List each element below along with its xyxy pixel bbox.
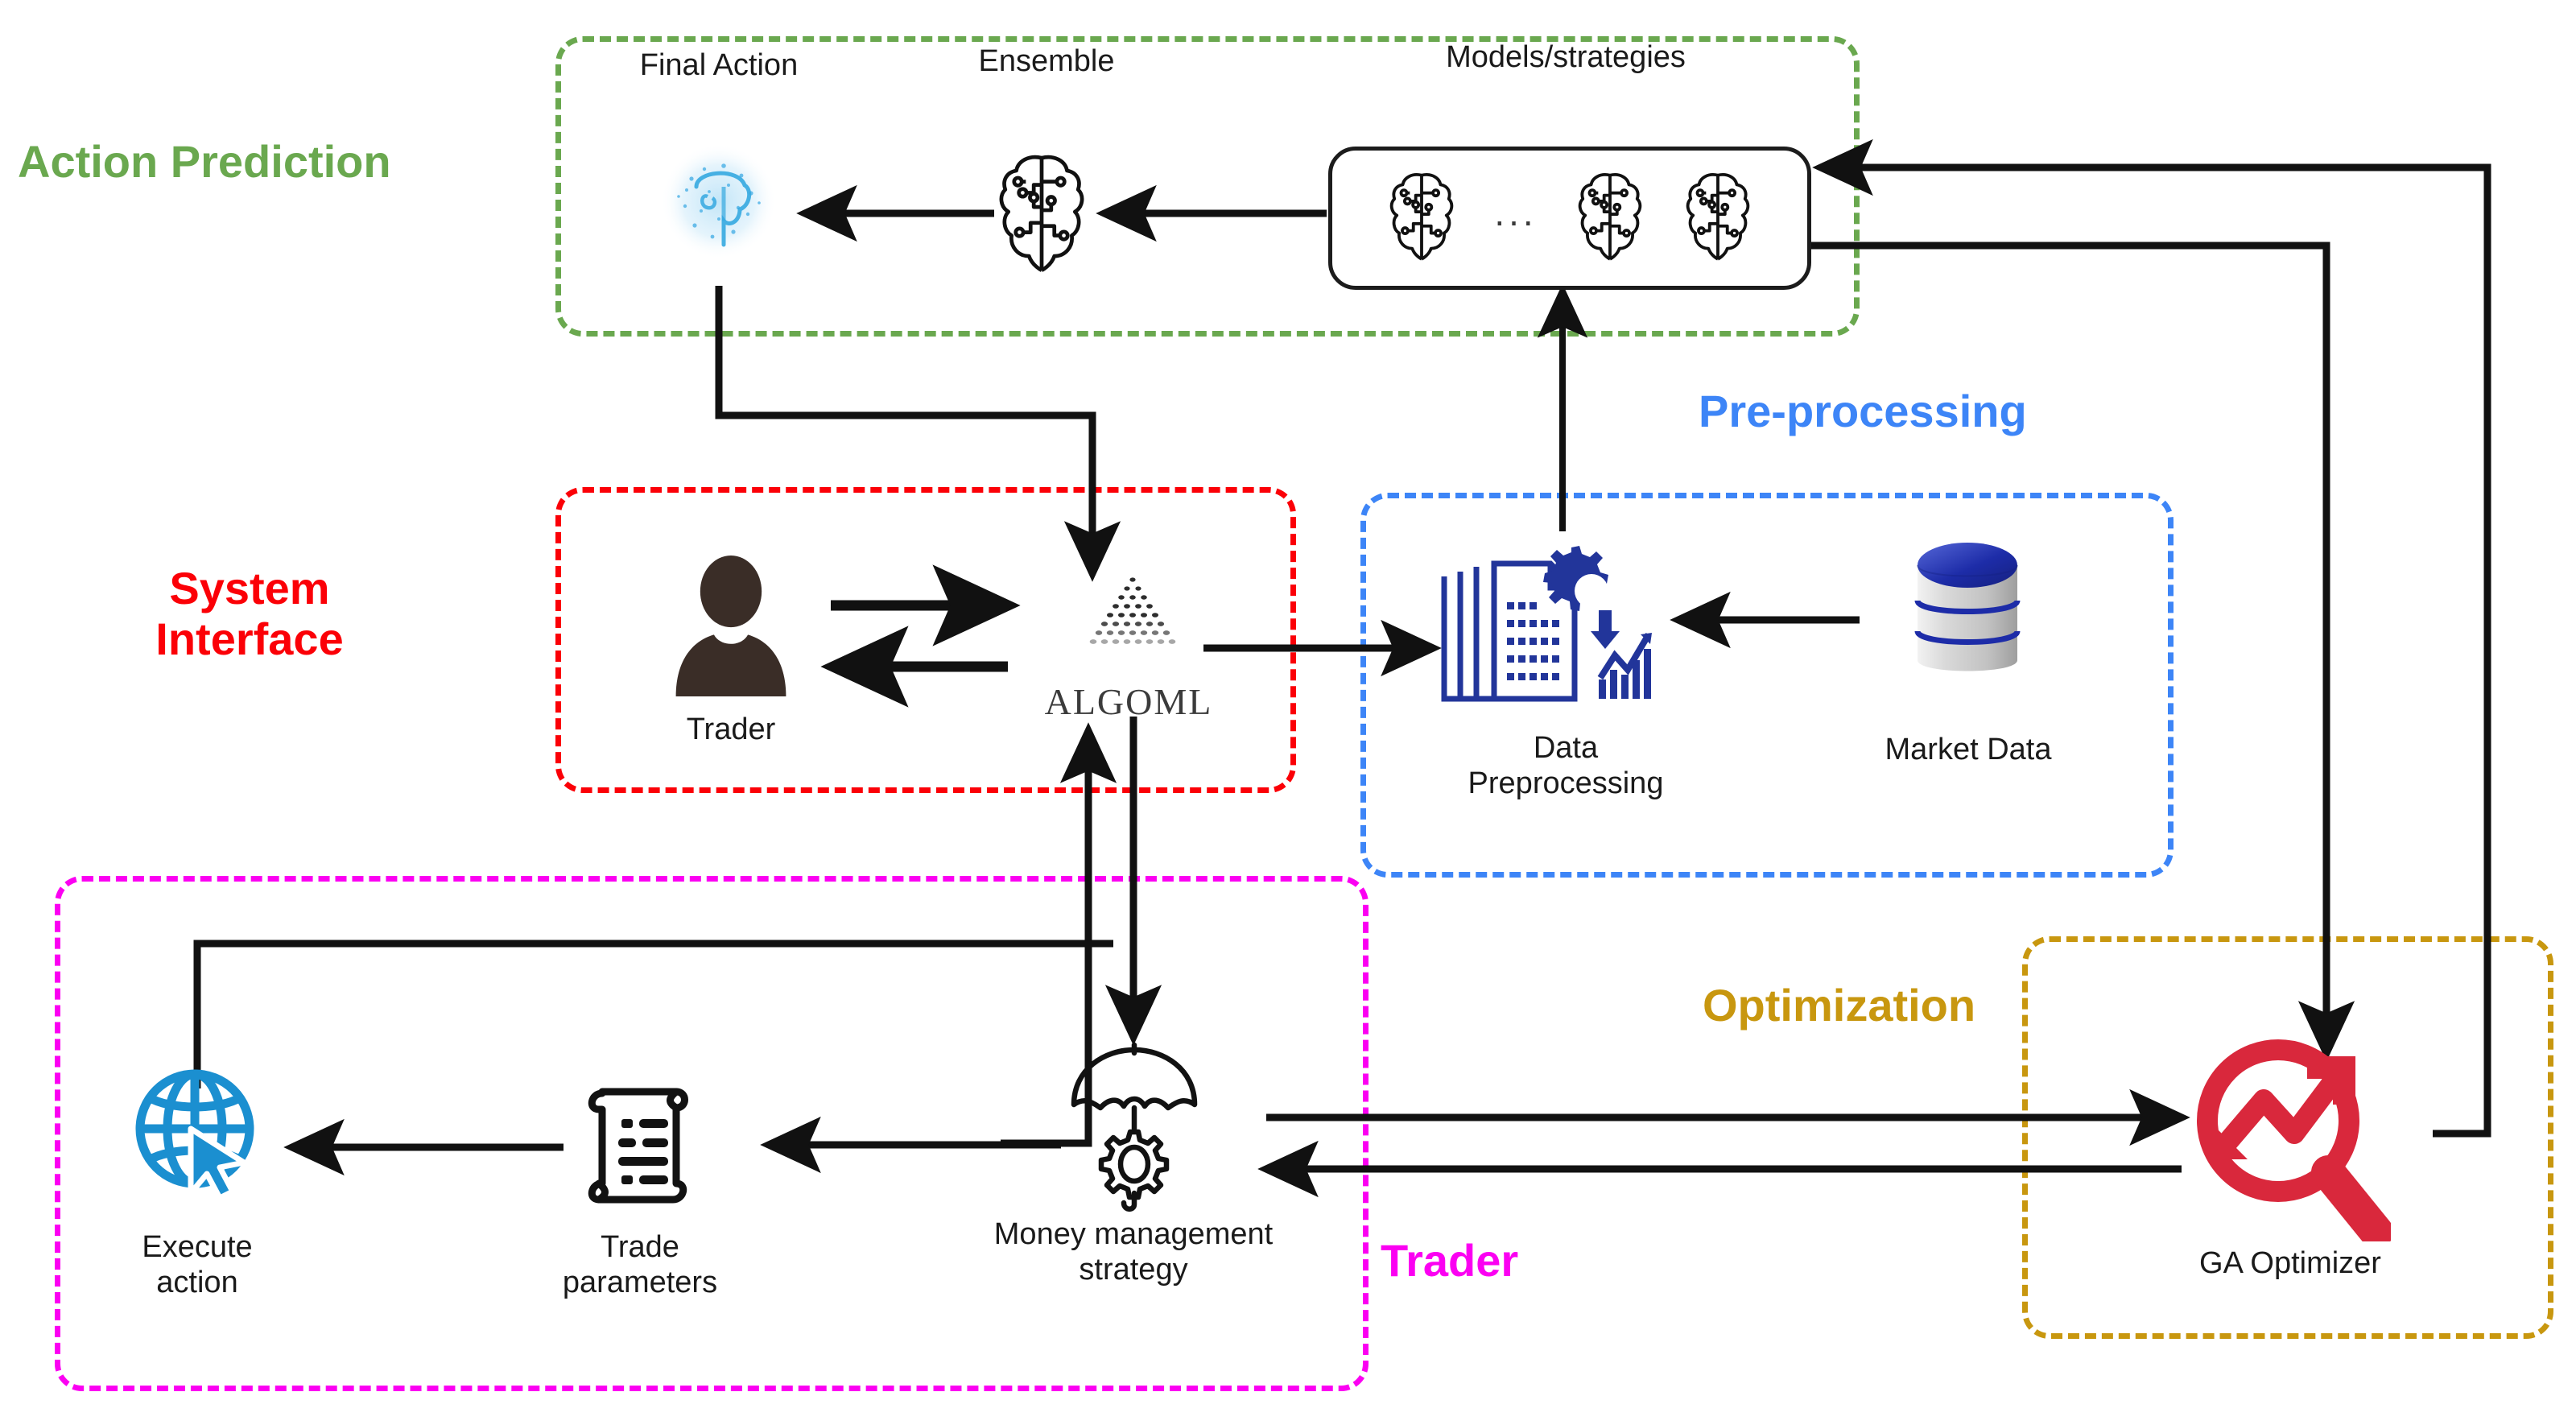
algoml-logo (1076, 575, 1189, 670)
circuit-brain-icon (994, 150, 1089, 277)
node-label-market-data: Market Data (1885, 733, 2052, 766)
node-label-final-action: Final Action (639, 48, 799, 82)
person-icon (667, 556, 795, 696)
magnifier-trend-icon (2190, 1031, 2393, 1249)
model-brain-icon-3 (1682, 169, 1753, 268)
scroll-icon (573, 1071, 702, 1212)
node-label-execute-action: Execute action (142, 1230, 253, 1299)
node-label-algoml: ALGOML (1044, 681, 1213, 722)
node-label-trader-person: Trader (686, 712, 776, 746)
node-label-data-preprocessing: Data Preprocessing (1468, 731, 1664, 800)
group-label-system-interface: System Interface (155, 563, 344, 664)
data-preprocessing-icon (1433, 541, 1682, 714)
model-brain-icon-1 (1386, 169, 1457, 268)
models-strategies-box: ... (1328, 147, 1811, 290)
node-label-ensemble: Ensemble (978, 44, 1115, 78)
group-label-pre-processing: Pre-processing (1699, 386, 2027, 436)
group-label-action-prediction: Action Prediction (18, 136, 391, 187)
node-label-ga-optimizer: GA Optimizer (2199, 1246, 2381, 1280)
group-label-optimization: Optimization (1703, 980, 1976, 1031)
group-trader (55, 876, 1368, 1391)
particle-brain-icon (654, 137, 783, 266)
group-label-trader: Trader (1381, 1235, 1519, 1286)
node-label-models-strategies: Models/strategies (1446, 40, 1686, 74)
models-ellipsis: ... (1494, 192, 1538, 233)
node-label-money-management: Money management strategy (993, 1217, 1274, 1287)
globe-cursor-icon (131, 1064, 265, 1201)
umbrella-gear-icon (1063, 1039, 1206, 1216)
database-icon (1906, 538, 2029, 691)
node-label-trade-parameters: Trade parameters (562, 1230, 718, 1299)
model-brain-icon-2 (1575, 169, 1645, 268)
